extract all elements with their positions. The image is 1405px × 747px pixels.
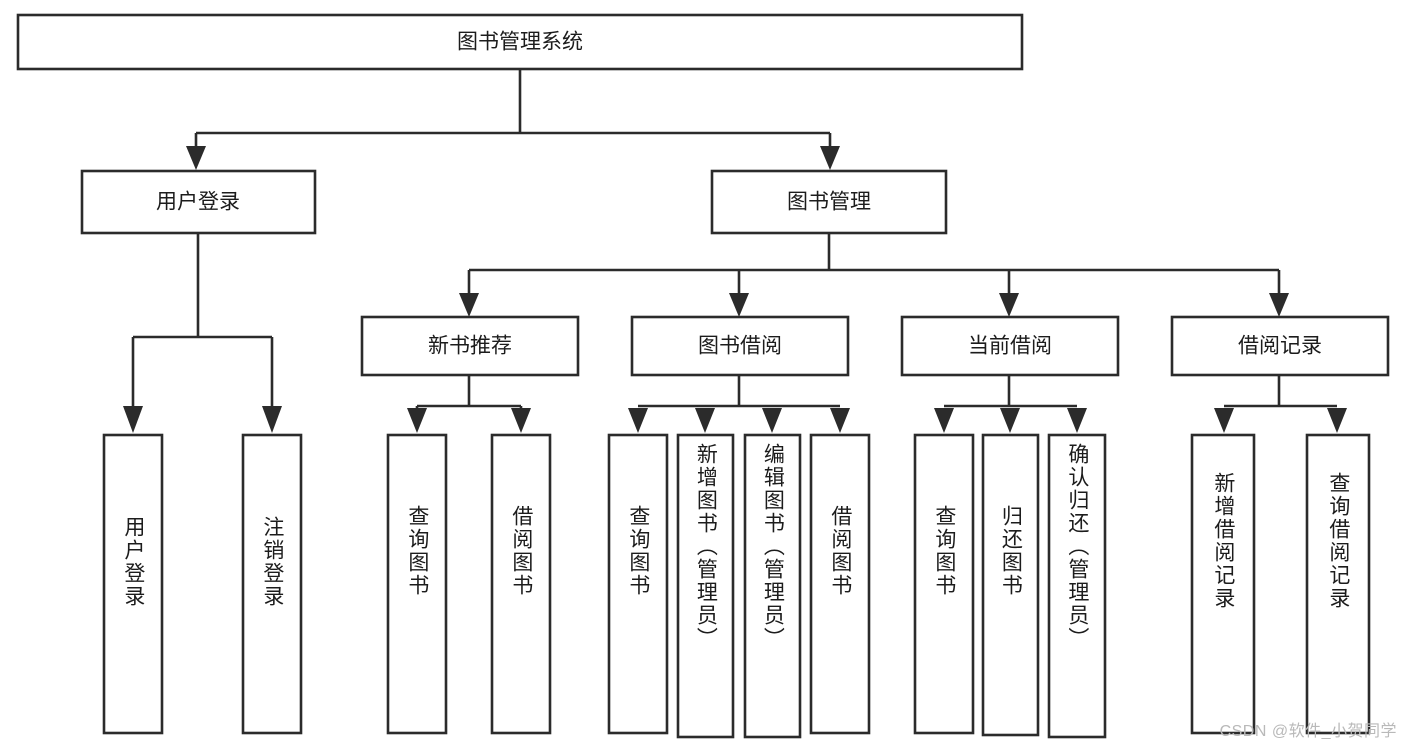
node-leaf-borrow-record-1[interactable] [1305, 433, 1371, 735]
node-leaf-current-borrow-0[interactable] [913, 433, 975, 735]
arrow-head-currentborrow [999, 293, 1019, 317]
node-root-label: 图书管理系统 [457, 31, 583, 54]
node-borrow-record[interactable] [1170, 315, 1390, 377]
connector-group [123, 69, 1347, 433]
arrow-head-bookborrow [729, 293, 749, 317]
node-leaf-user-login-0[interactable] [102, 433, 164, 735]
node-leaf-book-borrow-3[interactable] [809, 433, 871, 735]
arrow-head-leaf-currentborrow-3 [1067, 408, 1087, 433]
arrow-head-bookmgmt [820, 146, 840, 170]
arrow-head-leaf-newbook-2 [511, 408, 531, 433]
node-leaf-current-borrow-2[interactable] [1047, 433, 1107, 739]
node-leaf-borrow-record-0[interactable] [1190, 433, 1256, 735]
node-new-book-recommend-label: 新书推荐 [428, 335, 512, 358]
node-leaf-book-borrow-2[interactable] [743, 433, 802, 739]
arrow-head-leaf-bookborrow-1 [628, 408, 648, 433]
arrow-head-leaf-borrowrecord-1 [1214, 408, 1234, 433]
arrow-head-leaf-bookborrow-4 [830, 408, 850, 433]
node-new-book-recommend[interactable] [360, 315, 580, 377]
csdn-watermark: CSDN @软件_小贺同学 [1219, 723, 1397, 740]
node-user-login-label: 用户登录 [156, 191, 240, 214]
node-current-borrow[interactable] [900, 315, 1120, 377]
node-user-login[interactable] [80, 169, 317, 235]
node-leaf-current-borrow-1[interactable] [981, 433, 1040, 737]
arrow-head-leaf-borrowrecord-2 [1327, 408, 1347, 433]
arrow-head-leaf-user-login-2 [262, 406, 282, 433]
node-book-borrow-label: 图书借阅 [698, 335, 782, 358]
arrow-head-newbook [459, 293, 479, 317]
arrow-head-leaf-newbook-1 [407, 408, 427, 433]
arrow-head-leaf-currentborrow-1 [934, 408, 954, 433]
node-current-borrow-label: 当前借阅 [968, 335, 1052, 358]
arrow-head-leaf-currentborrow-2 [1000, 408, 1020, 433]
node-leaf-new-book-0[interactable] [386, 433, 448, 735]
arrow-head-leaf-bookborrow-2 [695, 408, 715, 433]
node-borrow-record-label: 借阅记录 [1238, 335, 1322, 358]
node-box-group: 图书管理系统 用户登录 图书管理 新书推荐 图书借阅 当前借阅 借阅记录 [16, 13, 1390, 739]
arrow-head-leaf-user-login-1 [123, 406, 143, 433]
node-book-management-label: 图书管理 [787, 191, 871, 214]
node-leaf-book-borrow-0[interactable] [607, 433, 669, 735]
node-leaf-user-login-1[interactable] [241, 433, 303, 735]
arrow-head-userlogin [186, 146, 206, 170]
arrow-head-borrowrecord [1269, 293, 1289, 317]
node-root[interactable] [16, 13, 1024, 71]
arrow-head-leaf-bookborrow-3 [762, 408, 782, 433]
node-leaf-book-borrow-1[interactable] [676, 433, 735, 739]
node-book-borrow[interactable] [630, 315, 850, 377]
node-leaf-new-book-1[interactable] [490, 433, 552, 735]
node-book-management[interactable] [710, 169, 948, 235]
